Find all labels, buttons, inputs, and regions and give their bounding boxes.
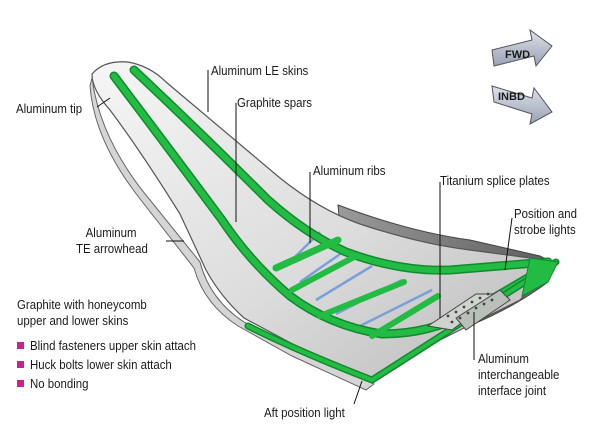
label-joint-line-1: Aluminum [478, 351, 529, 366]
bullet-square-icon [17, 380, 24, 387]
inbd-arrow: INBD [491, 85, 553, 125]
legend-item: Blind fasteners upper skin attach [17, 338, 196, 357]
legend-item: Huck bolts lower skin attach [17, 357, 172, 376]
root-end [521, 257, 559, 297]
legend-list: Blind fasteners upper skin attach Huck b… [17, 338, 196, 395]
label-spars: Graphite spars [237, 95, 313, 110]
label-arrowhead-line-1: Aluminum [85, 225, 137, 240]
label-tip: Aluminum tip [16, 101, 83, 116]
label-lights: Position and strobe lights [514, 206, 577, 238]
label-lights-line-1: Position and [514, 206, 577, 221]
interface-joint [426, 289, 511, 331]
label-arrowhead: Aluminum TE arrowhead [76, 225, 148, 257]
legend-item-label: No bonding [30, 376, 89, 391]
legend-item-label: Blind fasteners upper skin attach [30, 338, 196, 353]
bullet-square-icon [17, 361, 24, 368]
label-joint-line-2: interchangeable [478, 367, 560, 382]
label-le-skins: Aluminum LE skins [211, 63, 309, 78]
te-arrowhead [89, 77, 375, 391]
label-arrowhead-line-2: TE arrowhead [76, 241, 148, 256]
label-ribs: Aluminum ribs [313, 163, 386, 178]
legend-item: No bonding [17, 376, 164, 395]
fwd-arrow: FWD [491, 28, 553, 68]
legend-heading-line-2: upper and lower skins [17, 313, 129, 328]
legend: Graphite with honeycomb upper and lower … [17, 297, 196, 395]
label-splice-plates: Titanium splice plates [440, 173, 550, 188]
label-lights-line-2: strobe lights [514, 222, 576, 237]
label-joint-line-3: interface joint [478, 383, 547, 398]
legend-item-label: Huck bolts lower skin attach [30, 357, 172, 372]
label-aft-light: Aft position light [264, 405, 345, 420]
fwd-label: FWD [505, 49, 530, 61]
bullet-square-icon [17, 342, 24, 349]
label-interface-joint: Aluminum interchangeable interface joint [478, 351, 559, 399]
leader-lines [96, 70, 513, 405]
graphite-spars [109, 65, 560, 384]
legend-heading-line-1: Graphite with honeycomb [17, 297, 147, 312]
inbd-label: INBD [498, 91, 525, 103]
